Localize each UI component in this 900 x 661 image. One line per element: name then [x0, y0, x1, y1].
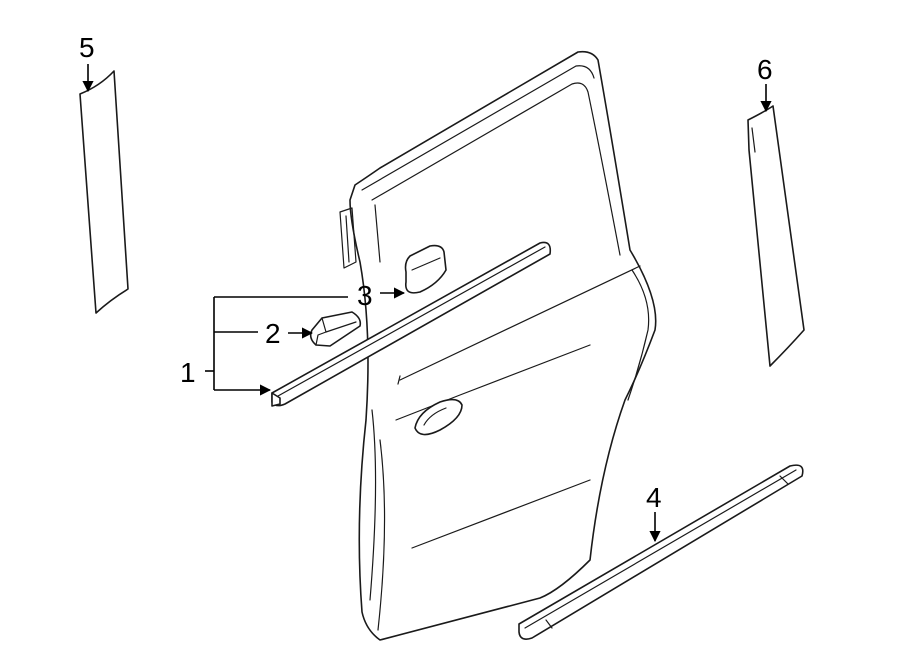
callout-5: 5: [79, 32, 95, 63]
part-4-lower-molding[interactable]: [518, 464, 804, 640]
callout-1: 1: [180, 357, 196, 388]
callout-4: 4: [646, 482, 662, 513]
part-5-pillar-applique[interactable]: [79, 70, 129, 314]
sliding-door-shell[interactable]: [339, 50, 657, 641]
leader-lines: [82, 64, 772, 543]
callout-6: 6: [757, 54, 773, 85]
part-6-pillar-applique[interactable]: [747, 105, 805, 367]
callout-2: 2: [265, 318, 281, 349]
callout-3: 3: [357, 280, 373, 311]
part-1-belt-molding[interactable]: [271, 241, 552, 407]
part-3-end-trim[interactable]: [404, 244, 447, 294]
part-2-end-cap[interactable]: [309, 311, 362, 347]
